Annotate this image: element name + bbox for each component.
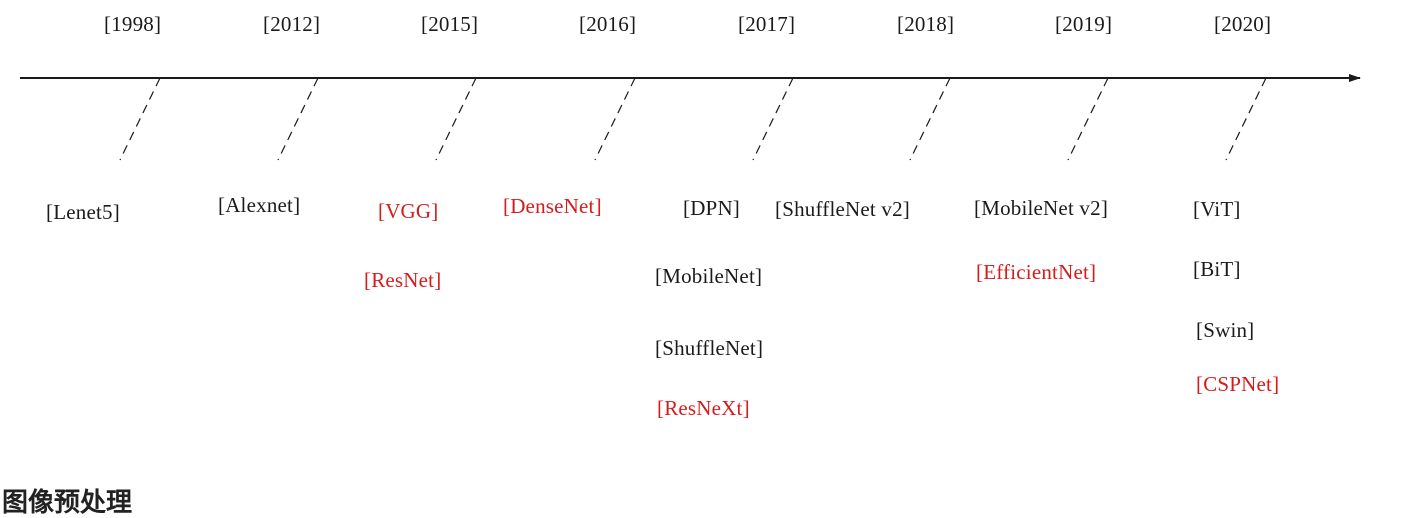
model-densenet: [DenseNet] [503, 194, 602, 218]
year-label-1998: [1998] [104, 12, 162, 36]
year-label-2016: [2016] [579, 12, 637, 36]
connector-2015 [435, 77, 477, 161]
year-label-2019: [2019] [1055, 12, 1113, 36]
year-label-2012: [2012] [263, 12, 321, 36]
model-resnet: [ResNet] [364, 268, 442, 292]
model-resnext: [ResNeXt] [657, 396, 750, 420]
year-label-2018: [2018] [897, 12, 955, 36]
model-shufflenet-v2: [ShuffleNet v2] [775, 197, 910, 221]
model-mobilenet-v2: [MobileNet v2] [974, 196, 1109, 220]
year-label-2017: [2017] [738, 12, 796, 36]
year-label-2015: [2015] [421, 12, 479, 36]
model-vgg: [VGG] [378, 199, 439, 223]
model-cspnet: [CSPNet] [1196, 372, 1280, 396]
connector-2019 [1067, 77, 1109, 161]
model-bit: [BiT] [1193, 257, 1241, 281]
model-lenet5: [Lenet5] [46, 200, 120, 224]
year-label-2020: [2020] [1214, 12, 1272, 36]
connector-2020 [1225, 77, 1267, 161]
connector-2018 [909, 77, 951, 161]
model-alexnet: [Alexnet] [218, 193, 301, 217]
model-vit: [ViT] [1193, 197, 1241, 221]
model-mobilenet: [MobileNet] [655, 264, 763, 288]
connector-2017 [752, 77, 794, 161]
connector-2012 [277, 77, 319, 161]
model-shufflenet: [ShuffleNet] [655, 336, 764, 360]
model-dpn: [DPN] [683, 196, 740, 220]
connector-2016 [594, 77, 636, 161]
connector-1998 [119, 77, 161, 161]
section-heading: 图像预处理 [2, 488, 133, 518]
model-efficientnet: [EfficientNet] [976, 260, 1097, 284]
model-swin: [Swin] [1196, 318, 1255, 342]
